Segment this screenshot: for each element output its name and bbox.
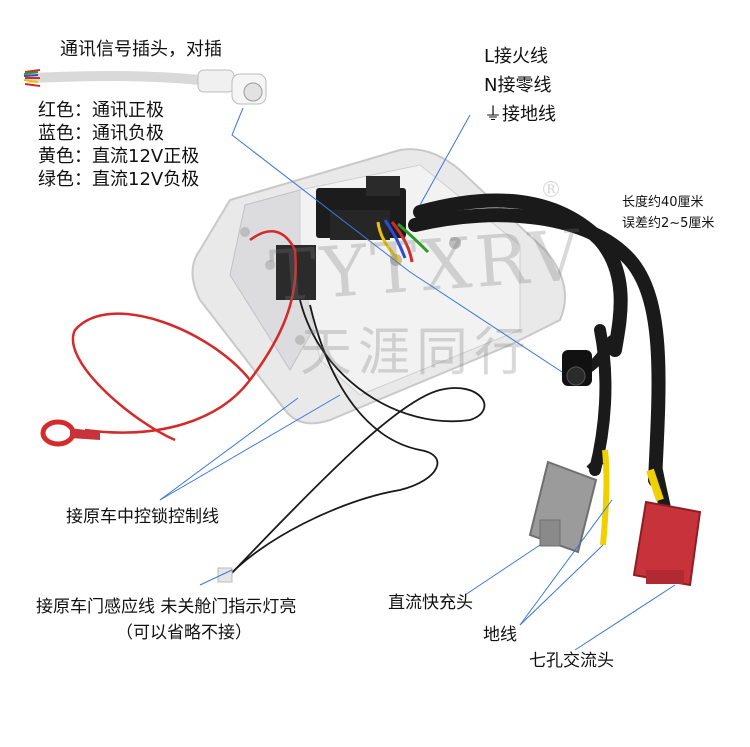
ground-symbol-icon: ⏚	[484, 104, 502, 125]
ground-wire-yellow	[600, 449, 610, 546]
registered-mark: ®	[540, 178, 562, 203]
dc-connector-label: 直流快充头	[388, 593, 473, 613]
terminal-ground: ⏚接地线	[484, 100, 556, 129]
terminal-ground-text: 接地线	[502, 104, 556, 125]
round-connector	[562, 350, 592, 386]
ground-wire-label: 地线	[483, 625, 517, 645]
length-note-line1: 长度约40厘米	[622, 195, 704, 210]
comm-plug-label: 通讯信号插头，对插	[60, 39, 222, 60]
wire-color-green: 绿色：直流12V负极	[38, 169, 200, 190]
terminal-live: L接火线	[484, 46, 549, 67]
signal-cable	[23, 69, 267, 105]
red-wire	[71, 230, 297, 442]
terminal-legend: L接火线 N接零线 ⏚接地线	[484, 42, 556, 129]
pointer-lines	[159, 107, 676, 651]
length-note: 长度约40厘米 误差约2~5厘米	[622, 192, 714, 234]
main-cables	[408, 193, 675, 546]
length-note-line2: 误差约2~5厘米	[622, 216, 715, 231]
dc-plug	[528, 456, 604, 554]
wire-color-blue: 蓝色：通讯负极	[38, 123, 164, 144]
ac-connector-label: 七孔交流头	[529, 651, 614, 671]
wire-color-red: 红色：通讯正极	[38, 100, 164, 121]
door-sensor-note: （可以省略不接）	[116, 623, 252, 643]
terminal-wires	[376, 219, 430, 263]
ac-plug	[632, 500, 702, 587]
wire-tag	[217, 567, 233, 583]
central-lock-label: 接原车中控锁控制线	[66, 507, 219, 527]
door-sensor-label: 接原车门感应线 未关舱门指示灯亮	[36, 597, 297, 617]
wire-color-legend: 红色：通讯正极 蓝色：通讯负极 黄色：直流12V正极 绿色：直流12V负极	[38, 99, 199, 191]
relay-block	[276, 176, 406, 300]
terminal-neutral: N接零线	[484, 75, 552, 96]
ring-terminal	[40, 419, 100, 447]
thin-black-wires	[224, 299, 486, 581]
watermark-chinese: 天涯同行	[300, 323, 533, 383]
wire-color-yellow: 黄色：直流12V正极	[38, 146, 200, 167]
